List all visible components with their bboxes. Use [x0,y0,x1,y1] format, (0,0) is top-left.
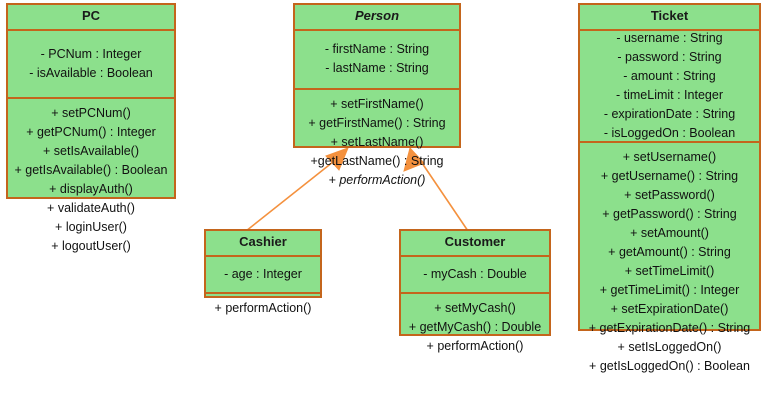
attribute-item: - timeLimit : Integer [616,87,723,102]
operations-compartment-cashier: + performAction() [206,291,320,323]
class-box-ticket[interactable]: Ticket - username : String - password : … [578,3,761,373]
operation-item: + getPassword() : String [602,206,737,221]
attributes-compartment-pc: - PCNum : Integer - isAvailable : Boolea… [8,28,174,97]
operation-item: + setExpirationDate() [610,301,729,316]
class-name-ticket: Ticket [650,8,689,23]
operation-item: + setIsLoggedOn() [617,339,722,354]
operation-item: + getPCNum() : Integer [26,124,156,139]
operation-item: + getUsername() : String [600,168,739,183]
operation-item: + getFirstName() : String [308,115,446,130]
attributes-compartment-person: - firstName : String - lastName : String [295,28,459,88]
class-name-cashier: Cashier [239,234,287,249]
attribute-item: - password : String [617,49,722,64]
class-box-person[interactable]: Person - firstName : String - lastName :… [293,3,461,187]
operation-item: + getExpirationDate() : String [588,320,751,335]
class-name-person: Person [354,8,400,23]
operation-item: + getIsAvailable() : Boolean [14,162,168,177]
attributes-compartment-cashier: - age : Integer [206,254,320,292]
class-box-pc[interactable]: PC - PCNum : Integer - isAvailable : Boo… [6,3,176,253]
operation-item: + getIsLoggedOn() : Boolean [589,358,750,373]
operation-item: + validateAuth() [47,200,135,215]
attribute-item: - username : String [616,30,723,45]
operations-compartment-customer: + setMyCash() + getMyCash() : Double + p… [401,291,549,361]
attribute-item: - expirationDate : String [603,106,736,121]
operation-item: + getTimeLimit() : Integer [599,282,740,297]
attribute-item: - isAvailable : Boolean [29,65,153,80]
attribute-item: - myCash : Double [423,266,527,281]
operation-item: + setLastName() [330,134,424,149]
operation-item: + setTimeLimit() [624,263,715,278]
class-box-customer[interactable]: Customer - myCash : Double + setMyCash()… [399,229,551,353]
operation-item: +getLastName() : String [310,153,444,168]
attributes-compartment-customer: - myCash : Double [401,254,549,292]
operation-item: + getMyCash() : Double [408,319,542,334]
operations-compartment-pc: + setPCNum() + getPCNum() : Integer + se… [8,96,174,261]
attribute-item: - firstName : String [324,42,430,57]
attribute-item: - isLoggedOn : Boolean [603,125,736,140]
class-name-customer: Customer [444,234,506,249]
class-name-pc: PC [81,8,101,23]
operation-item: + setUsername() [622,149,717,164]
operations-compartment-person: + setFirstName() + getFirstName() : Stri… [295,87,459,195]
operation-item: + setAmount() [630,225,709,240]
operation-item: + setPassword() [624,187,715,202]
attribute-item: - age : Integer [224,266,302,281]
operations-compartment-ticket: + setUsername() + getUsername() : String… [580,140,759,381]
operation-item: + setPCNum() [51,105,131,120]
attribute-item: - PCNum : Integer [40,46,142,61]
operation-item: + loginUser() [55,219,127,234]
operation-item-abstract: + performAction() [328,172,426,187]
operation-item: + performAction() [426,338,524,353]
operation-item: + logoutUser() [51,238,131,253]
attribute-item: - lastName : String [325,61,429,76]
operation-item: + setIsAvailable() [43,143,139,158]
attribute-item: - amount : String [623,68,716,83]
class-box-cashier[interactable]: Cashier - age : Integer + performAction(… [204,229,322,315]
operation-item: + setMyCash() [434,300,516,315]
attributes-compartment-ticket: - username : String - password : String … [580,28,759,141]
operation-item: + getAmount() : String [608,244,731,259]
operation-item: + displayAuth() [49,181,133,196]
operation-item: + performAction() [214,300,312,315]
operation-item: + setFirstName() [330,96,424,111]
